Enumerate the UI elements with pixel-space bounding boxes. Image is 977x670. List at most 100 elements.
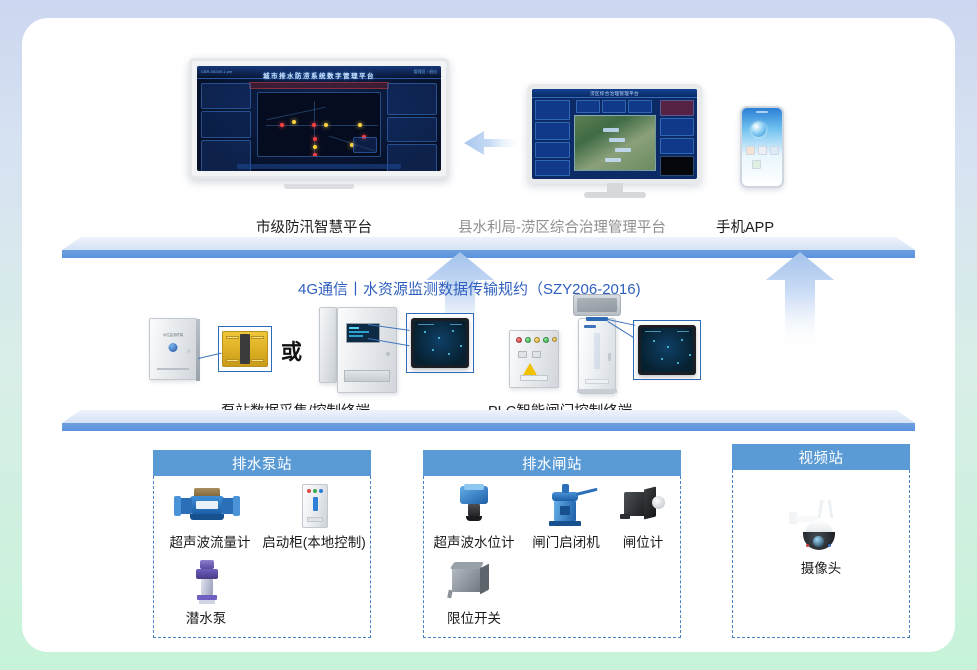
device-label: 限位开关 (447, 611, 501, 626)
monitor-topbar (532, 89, 697, 98)
or-separator-label: 或 (281, 341, 302, 364)
water-level-terminal-cabinet: 水位监测终端 (149, 318, 200, 381)
station-header: 视频站 (732, 444, 910, 470)
indicator-led (516, 337, 522, 343)
station-card-gate: 排水闸站 超声波水位计 (423, 450, 681, 638)
protocol-label: 4G通信丨水资源监测数据传输规约（SZY206-2016) (298, 281, 641, 298)
bar-bevel (62, 410, 915, 423)
hmi-tablet-screen (414, 321, 466, 365)
device-item: 超声波水位计 (426, 484, 522, 551)
open-control-cabinet (337, 307, 397, 393)
diagram-card: CBR-00249-1 pm 管理员 / 退出 城市排水防涝系统数字管理平台 (22, 18, 955, 652)
tv-stand (284, 184, 354, 189)
label-county-platform: 县水利局-涝区综合治理管理平台 (458, 220, 666, 236)
cabinet-face-label: 水位监测终端 (162, 333, 184, 337)
gate-position-sensor-icon (608, 484, 678, 530)
device-label: 超声波水位计 (433, 535, 515, 550)
gate-hoist-icon (520, 484, 612, 530)
device-item: 超声波流量计 (160, 484, 260, 551)
app-tile (746, 146, 755, 155)
station-header: 排水泵站 (153, 450, 371, 476)
tv-panel-pie (387, 144, 437, 171)
hmi-tablet-icon (638, 325, 696, 375)
city-platform-display: CBR-00249-1 pm 管理员 / 退出 城市排水防涝系统数字管理平台 (189, 58, 449, 189)
open-control-cabinet-door (319, 307, 337, 383)
mobile-app-phone (740, 106, 784, 188)
tv-screen: CBR-00249-1 pm 管理员 / 退出 城市排水防涝系统数字管理平台 (197, 66, 441, 171)
station-body: 超声波流量计 启动柜(本地控制) (153, 476, 371, 638)
bar-bevel (62, 237, 915, 250)
monitor-dashboard-title: 涝区综合治理管理平台 (590, 90, 639, 96)
tv-corner-right: 管理员 / 退出 (413, 69, 437, 74)
app-globe-icon (751, 122, 766, 137)
device-label: 摄像头 (800, 561, 842, 576)
label-city-platform: 市级防汛智慧平台 (256, 220, 372, 236)
monitor-body: 涝区综合治理管理平台 (527, 84, 702, 184)
tv-panel-weather (201, 83, 251, 109)
station-body: 超声波水位计 闸门启闭机 (423, 476, 681, 638)
device-label: 闸门启闭机 (532, 535, 600, 550)
indicator-led (552, 337, 557, 342)
ptz-camera-icon (775, 499, 867, 554)
tv-dashboard-title: 城市排水防涝系统数字管理平台 (263, 73, 375, 80)
uplink-arrow-left (423, 250, 497, 355)
hmi-tablet-icon (411, 318, 469, 368)
terminal-layer: 4G通信丨水资源监测数据传输规约（SZY206-2016) 水位监测终端 (22, 252, 955, 448)
label-mobile-app: 手机APP (716, 220, 775, 236)
rtu-module-icon (222, 331, 268, 367)
app-tile (752, 160, 761, 169)
device-label: 闸位计 (622, 535, 664, 550)
rtu-callout (218, 326, 272, 372)
hmi-tablet-screen (641, 328, 693, 372)
plc-hmi-callout (633, 320, 701, 380)
station-header: 排水闸站 (423, 450, 681, 476)
uplink-arrow-right (763, 250, 837, 355)
tv-topbar (197, 66, 441, 79)
indicator-led (525, 337, 531, 343)
app-tile (758, 146, 767, 155)
tv-alert-ticker (249, 82, 389, 89)
app-tile (770, 146, 779, 155)
station-title: 视频站 (798, 450, 844, 467)
divider-bar-platform (62, 237, 915, 259)
phone-screen (742, 108, 782, 186)
kiosk-status-strip (586, 317, 608, 321)
device-label: 超声波流量计 (169, 535, 251, 550)
device-item: 限位开关 (426, 560, 522, 627)
station-title: 排水闸站 (522, 456, 582, 473)
device-item: 摄像头 (775, 499, 867, 577)
device-item: 启动柜(本地控制) (260, 484, 368, 551)
platform-layer: CBR-00249-1 pm 管理员 / 退出 城市排水防涝系统数字管理平台 (22, 18, 955, 236)
county-platform-monitor: 涝区综合治理管理平台 (527, 84, 702, 199)
tv-map-legend (353, 137, 377, 153)
starter-cabinet-icon (260, 484, 368, 530)
device-label: 启动柜(本地控制) (262, 535, 366, 550)
tv-panel-camera (387, 117, 437, 142)
station-layer: 排水泵站 超声波流量计 (22, 432, 955, 638)
monitor-base (583, 192, 646, 198)
tv-map-panel (257, 92, 381, 157)
indicator-led (543, 337, 549, 343)
monitor-map (574, 115, 656, 171)
monitor-neck (606, 183, 623, 193)
device-item: 闸位计 (608, 484, 678, 551)
phone-status-bar (742, 110, 782, 114)
tv-panel-chart (201, 111, 251, 138)
device-label: 潜水泵 (185, 611, 227, 626)
tv-bottom-bar (237, 164, 401, 169)
pump-hmi-callout (406, 313, 474, 373)
station-body: 摄像头 (732, 470, 910, 638)
monitor-screen: 涝区综合治理管理平台 (532, 89, 697, 179)
device-item: 闸门启闭机 (520, 484, 612, 551)
station-card-video: 视频站 (732, 444, 910, 638)
ultrasonic-level-meter-icon (426, 484, 522, 530)
kiosk-display-head (573, 294, 621, 316)
station-title: 排水泵站 (232, 456, 292, 473)
tv-panel-alarm-table (387, 83, 437, 115)
submersible-pump-icon (156, 560, 256, 606)
bar-solid (62, 250, 915, 258)
divider-bar-terminal (62, 410, 915, 432)
indicator-led (534, 337, 540, 343)
limit-switch-icon (426, 560, 522, 606)
